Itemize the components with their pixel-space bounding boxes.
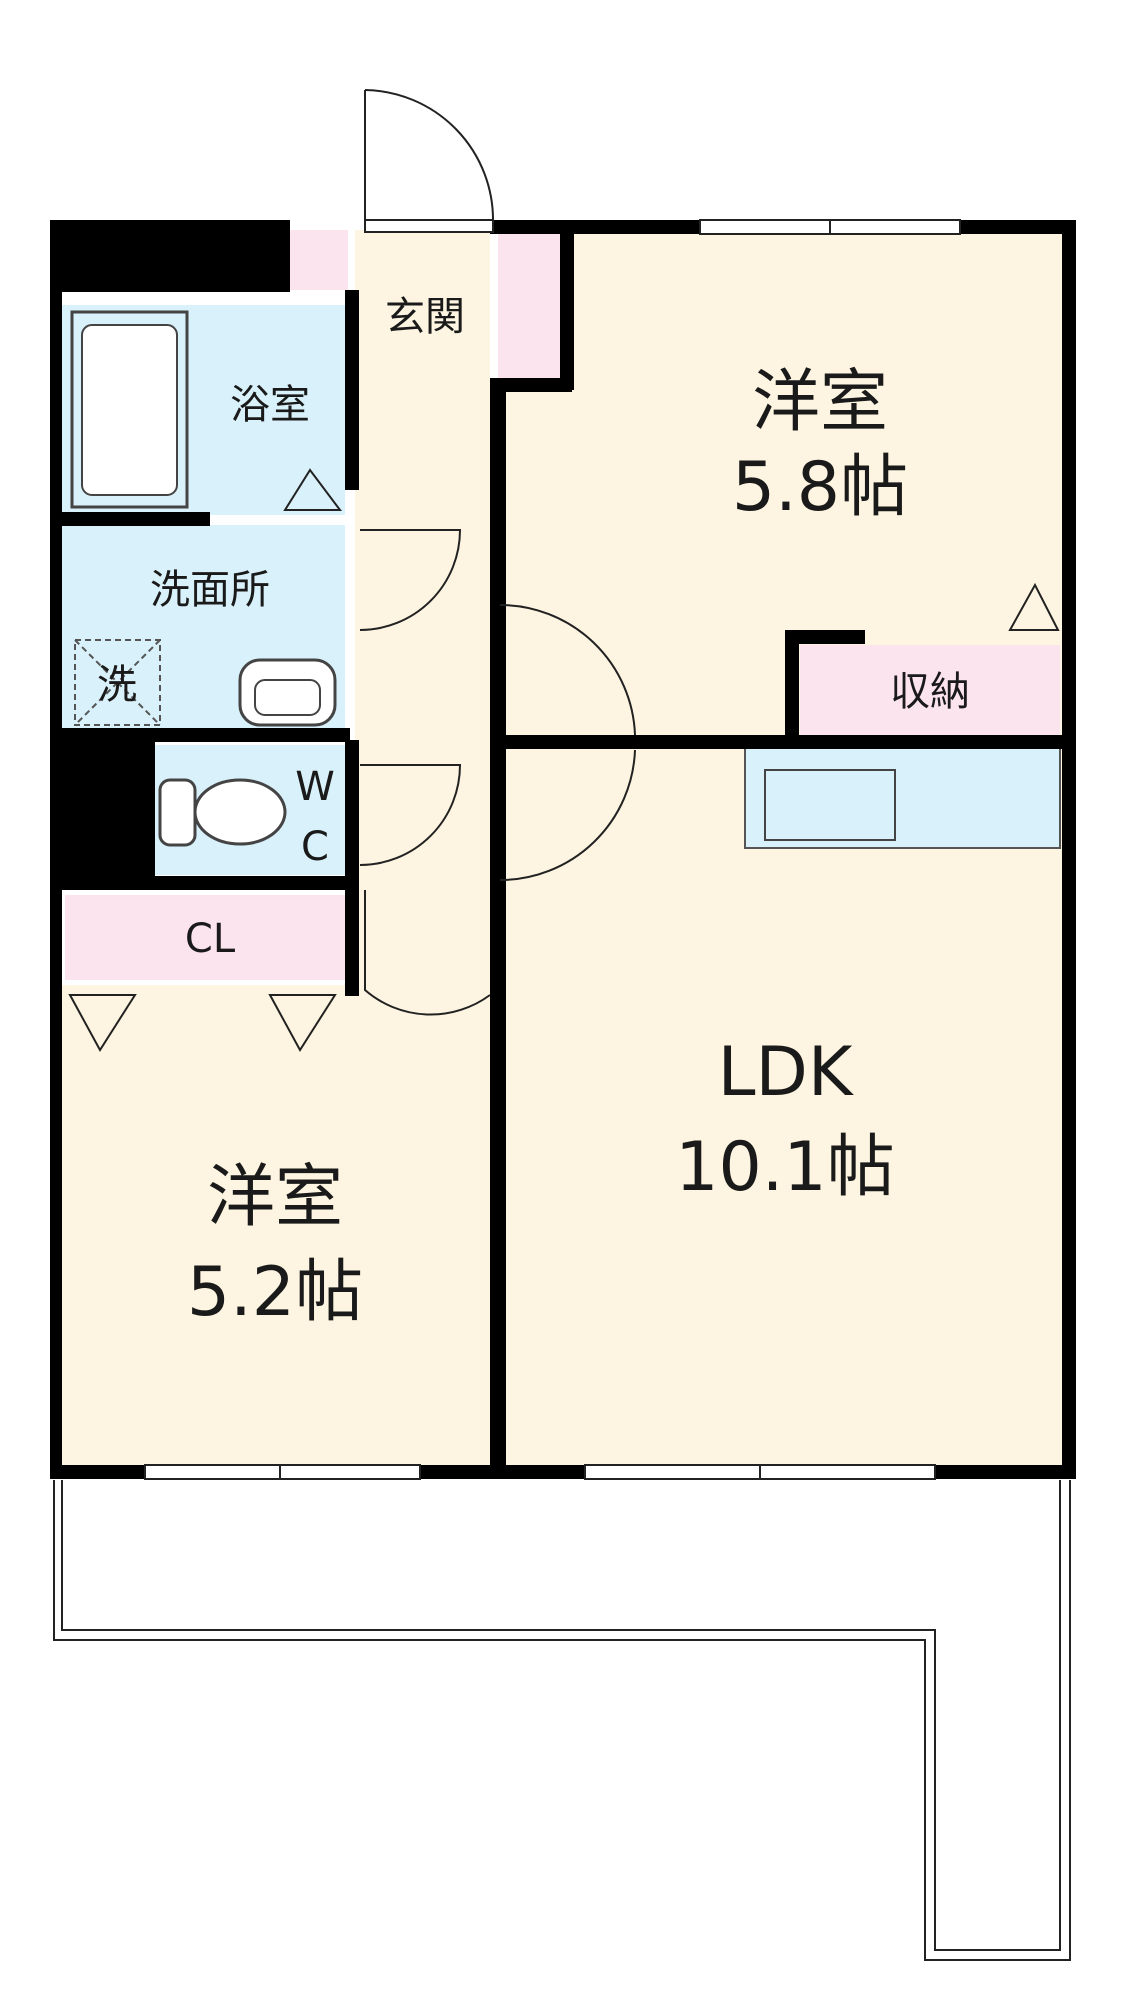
entrance-label: 玄関 xyxy=(385,294,465,340)
storage-floor xyxy=(800,645,1060,735)
sink-icon xyxy=(238,658,337,727)
entrance-door xyxy=(364,89,495,233)
entrance-floor xyxy=(360,230,490,390)
ldk-floor xyxy=(500,740,1065,1470)
shoe-closet-tall xyxy=(498,232,560,382)
bathtub xyxy=(70,310,189,509)
washer-label: 洗 xyxy=(97,662,137,708)
walls xyxy=(50,220,1076,1479)
windows xyxy=(144,219,961,1480)
balcony xyxy=(53,1480,1071,1961)
bath-label: 浴室 xyxy=(230,382,310,428)
closet-door-icon-right xyxy=(268,994,337,1052)
interior-doors xyxy=(359,529,636,1016)
storage-door-icon xyxy=(1008,582,1060,631)
washer-space xyxy=(74,639,161,726)
ldk-name: LDK xyxy=(718,1033,855,1112)
closet-floor xyxy=(65,895,345,980)
western-room-bottom-size: 5.2帖 xyxy=(187,1253,363,1332)
ldk-size: 10.1帖 xyxy=(675,1128,894,1207)
toilet-icon xyxy=(158,778,287,847)
kitchen-sink-icon xyxy=(764,769,896,841)
wc-label-c: C xyxy=(301,824,329,870)
bath-vent-icon xyxy=(283,468,342,511)
washroom-label: 洗面所 xyxy=(150,567,270,613)
closet-door-icon-left xyxy=(68,994,137,1052)
kitchen-counter xyxy=(744,747,1061,849)
shoe-closet-small xyxy=(288,230,348,290)
wc-label-w: W xyxy=(295,764,335,810)
closet-label: CL xyxy=(185,916,236,962)
western-room-top-size: 5.8帖 xyxy=(732,448,908,527)
western-room-bottom-floor xyxy=(60,985,490,1470)
western-room-bottom-name: 洋室 xyxy=(207,1158,343,1237)
storage-label: 収納 xyxy=(890,669,970,715)
western-room-top-name: 洋室 xyxy=(752,363,888,442)
